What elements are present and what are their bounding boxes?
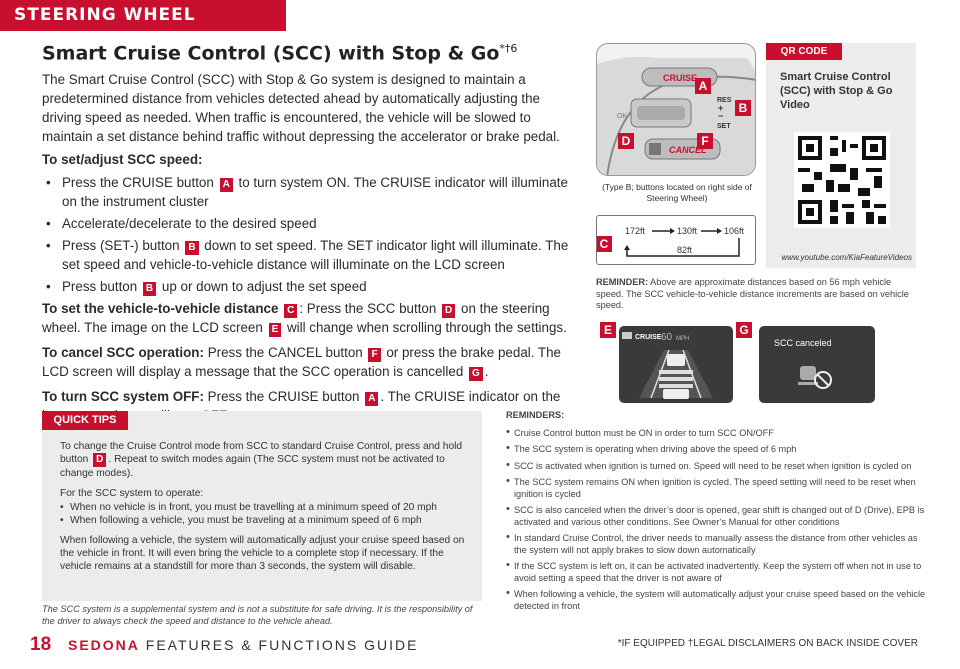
callout-g: G	[736, 322, 752, 338]
lcd-screen-g: SCC canceled	[759, 326, 875, 403]
section-tab: STEERING WHEEL CONTROLS	[0, 0, 286, 56]
tip-operation-list: When no vehicle is in front, you must be…	[60, 501, 468, 527]
list-item: In standard Cruise Control, the driver n…	[506, 532, 926, 556]
page-number: 18	[30, 634, 52, 655]
qr-code-icon[interactable]	[794, 132, 890, 228]
cancel-paragraph: To cancel SCC operation: Press the CANCE…	[42, 345, 562, 381]
list-item: The SCC system remains ON when ignition …	[506, 476, 926, 500]
distance-172: 172ft	[625, 226, 646, 236]
distance-82: 82ft	[677, 245, 693, 255]
steering-wheel-drawing: CRUISE OK RES + − SET CANCEL	[597, 56, 755, 175]
svg-text:+: +	[718, 103, 723, 113]
distance-paragraph: To set the vehicle-to-vehicle distance C…	[42, 301, 567, 337]
list-item: SCC is activated when ignition is turned…	[506, 460, 926, 473]
list-item: Press (SET-) button B down to set speed.…	[42, 236, 572, 274]
list-item: SCC is also canceled when the driver’s d…	[506, 504, 926, 528]
qr-url[interactable]: www.youtube.com/KiaFeatureVideos	[781, 253, 912, 262]
intro-paragraph: The Smart Cruise Control (SCC) with Stop…	[42, 72, 560, 144]
lcd-cancel-message: SCC canceled	[774, 338, 832, 348]
wheel-cancel-label: CANCEL	[669, 145, 707, 155]
safety-disclaimer: The SCC system is a supplemental system …	[42, 604, 473, 626]
list-item: When following a vehicle, the system wil…	[506, 588, 926, 612]
distance-diagram: 172ft 130ft 106ft 82ft	[596, 215, 756, 265]
svg-text:OK: OK	[617, 113, 627, 120]
list-item: When following a vehicle, you must be tr…	[60, 514, 468, 527]
reminders-title: REMINDERS:	[506, 410, 565, 420]
set-adjust-heading: To set/adjust SCC speed:	[42, 152, 203, 167]
list-item: Cruise Control button must be ON in orde…	[506, 427, 926, 440]
steering-wheel-image: CRUISE OK RES + − SET CANCEL	[596, 43, 756, 176]
lcd-scc-active-drawing: CRUISE 60 MPH	[622, 332, 713, 399]
callout-d: D	[618, 133, 634, 149]
lcd-screen-e: CRUISE 60 MPH	[619, 326, 733, 403]
quick-tips-body: To change the Cruise Control mode from S…	[60, 440, 468, 580]
list-item: Press button B up or down to adjust the …	[42, 277, 572, 296]
callout-f: F	[697, 133, 713, 149]
tip-following: When following a vehicle, the system wil…	[60, 535, 465, 572]
qr-tag: QR CODE	[766, 43, 842, 60]
list-item: The SCC system is operating when driving…	[506, 443, 926, 456]
callout-c: C	[596, 236, 612, 252]
wheel-caption: (Type B; buttons located on right side o…	[602, 182, 752, 203]
reminder-distance-note: REMINDER: Above are approximate distance…	[596, 277, 909, 310]
tip-operation: For the SCC system to operate:	[60, 488, 204, 499]
list-item: If the SCC system is left on, it can be …	[506, 560, 926, 584]
lcd-speed: 60	[661, 332, 673, 343]
qr-title: Smart Cruise Control (SCC) with Stop & G…	[780, 71, 893, 111]
legal-note: *IF EQUIPPED †LEGAL DISCLAIMERS ON BACK …	[617, 638, 918, 649]
lcd-speed-unit: MPH	[676, 336, 689, 342]
callout-e: E	[600, 322, 616, 338]
set-adjust-list: Press the CRUISE button A to turn system…	[42, 173, 572, 296]
list-item: Accelerate/decelerate to the desired spe…	[42, 214, 572, 233]
main-body: The Smart Cruise Control (SCC) with Stop…	[42, 70, 572, 429]
distance-106: 106ft	[724, 226, 745, 236]
wheel-set-label: SET	[717, 123, 731, 130]
reminders-section: REMINDERS: Cruise Control button must be…	[506, 410, 926, 617]
quick-tips-tag: QUICK TIPS	[42, 411, 128, 430]
scc-canceled-icon	[798, 366, 832, 389]
svg-text:−: −	[718, 111, 723, 121]
wheel-cruise-label: CRUISE	[663, 73, 697, 83]
page-title: Smart Cruise Control (SCC) with Stop & G…	[42, 42, 518, 65]
lcd-cruise-label: CRUISE	[635, 334, 662, 341]
distance-130: 130ft	[677, 226, 698, 236]
callout-a: A	[695, 78, 711, 94]
wheel-res-label: RES	[717, 97, 732, 104]
tip-mode-change: To change the Cruise Control mode from S…	[60, 441, 463, 479]
distance-arrows: 172ft 130ft 106ft 82ft	[624, 226, 745, 257]
guide-title: SEDONA FEATURES & FUNCTIONS GUIDE	[68, 637, 419, 653]
reminders-list: Cruise Control button must be ON in orde…	[506, 427, 926, 613]
list-item: Press the CRUISE button A to turn system…	[42, 173, 572, 211]
callout-b: B	[735, 100, 751, 116]
list-item: When no vehicle is in front, you must be…	[60, 501, 468, 514]
